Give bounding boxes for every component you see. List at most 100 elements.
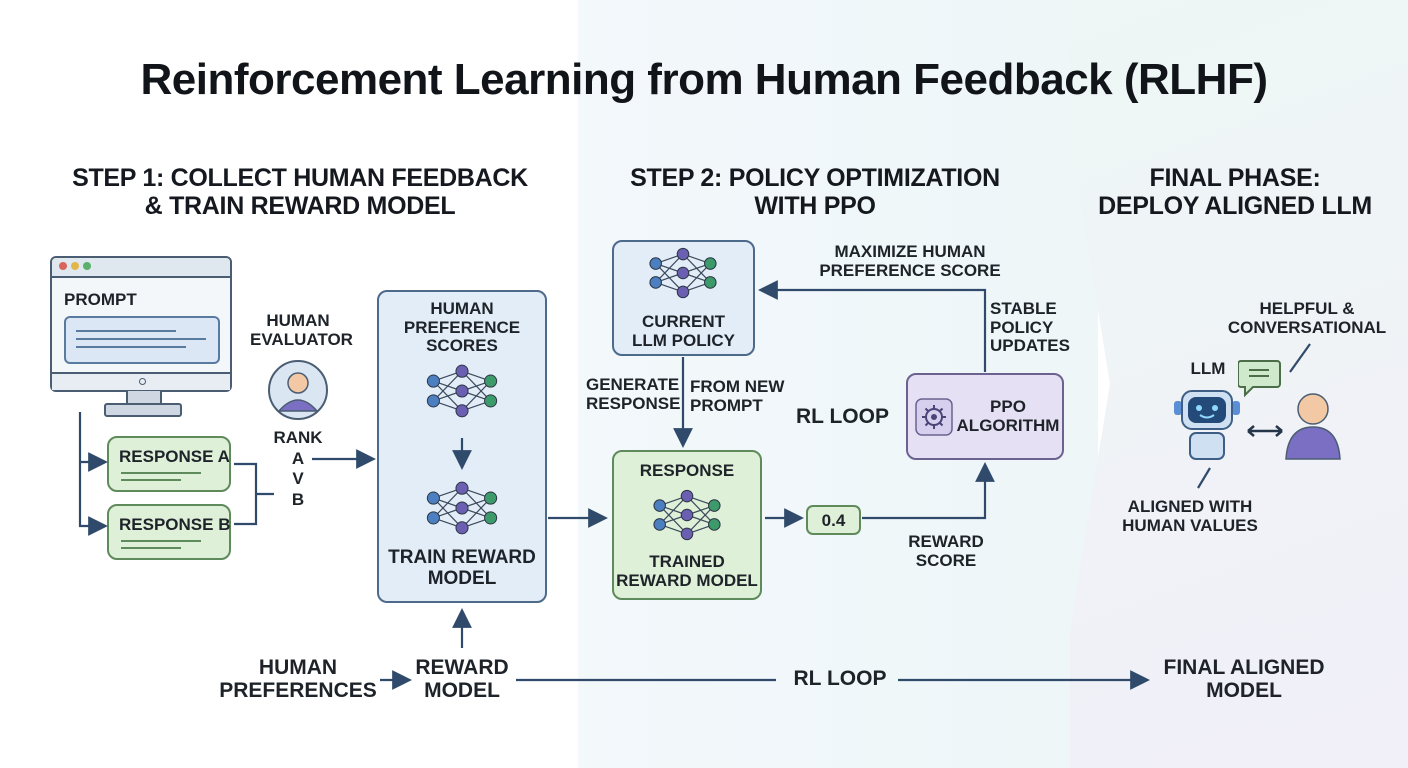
pointer-aligned [1197,467,1211,489]
network-node [680,508,694,522]
network-node [649,276,662,289]
step1-heading: STEP 1: COLLECT HUMAN FEEDBACK & TRAIN R… [40,164,560,220]
network-node [649,257,662,270]
neural-network-icon [649,247,717,299]
network-node [455,481,469,495]
reward-model-label: REWARD MODEL [406,656,518,702]
prompt-label: PROMPT [64,290,137,309]
chat-bubble-icon [1238,360,1281,398]
step1-heading-line1: STEP 1: COLLECT HUMAN FEEDBACK [72,164,528,192]
neural-network-icon [426,481,498,535]
score-chip: 0.4 [806,505,861,535]
rs-line2: SCORE [915,550,977,570]
arrow-to-response-b [78,412,108,536]
response-a-card: RESPONSE A [107,436,231,492]
network-node [680,489,694,503]
network-node [676,285,690,299]
neural-network-icon [426,364,498,418]
rank-b: B [291,490,305,510]
network-node [708,499,721,512]
step2-heading-line1: STEP 2: POLICY OPTIMIZATION [630,164,1000,192]
su-line3: UPDATES [990,336,1070,356]
su-line1: STABLE [990,299,1057,318]
monitor-bezel [52,372,230,390]
network-node [708,518,721,531]
network-edge [461,497,492,529]
ppo-line1: PPO [990,397,1026,416]
network-edge [432,370,463,402]
helpful-line2: CONVERSATIONAL [1227,317,1387,337]
monitor-base [104,403,182,417]
cp-line2: LLM POLICY [632,330,735,350]
arrow-ppo-to-policy [758,280,987,372]
fnp-line2: PROMPT [690,395,763,415]
network-node [426,394,440,408]
hps-line1: HUMAN [430,299,494,318]
rank-v: V [292,469,304,489]
trained-reward-model-label: TRAINED REWARD MODEL [612,552,762,590]
network-node [426,491,440,505]
monitor-stand [126,391,162,405]
network-node [455,521,469,535]
response-b-card: RESPONSE B [107,504,231,560]
step1-heading-line2: & TRAIN REWARD MODEL [144,191,456,220]
rs-line1: REWARD [908,532,984,551]
network-edge [461,380,492,412]
network-node [484,394,498,408]
response-b-label: RESPONSE B [119,515,231,534]
window-dot-yellow [71,262,79,270]
ppo-algorithm-label: PPO ALGORITHM [952,397,1064,435]
gear-cycle-icon [915,398,953,436]
final-aligned-model-label: FINAL ALIGNED MODEL [1150,656,1338,702]
rl-loop-bottom-label: RL LOOP [793,667,887,690]
hp-line1: HUMAN [258,656,338,679]
final-heading-line2: DEPLOY ALIGNED LLM [1098,191,1372,220]
person-icon [268,360,328,420]
neural-network-icon [653,489,721,541]
final-heading: FINAL PHASE: DEPLOY ALIGNED LLM [1080,164,1390,220]
train-reward-model-label: TRAIN REWARD MODEL [377,547,547,590]
window-dot-red [59,262,67,270]
max-line1: MAXIMIZE HUMAN [834,242,986,261]
prompt-text-field [64,316,220,364]
tr-line1: TRAINED [649,552,725,571]
monitor-icon: PROMPT [50,256,232,392]
hp-line2: PREFERENCES [219,679,377,703]
trm-line2: MODEL [427,567,497,589]
tr-line2: REWARD MODEL [616,570,758,590]
bracket-responses [234,462,274,526]
current-policy-label: CURRENT LLM POLICY [612,312,755,350]
network-edge [682,263,711,293]
from-new-prompt-label: FROM NEW PROMPT [690,377,790,415]
arrow-score-to-ppo [862,462,995,520]
network-edge [659,495,688,525]
network-node [484,511,498,525]
final-heading-line1: FINAL PHASE: [1149,164,1321,192]
response-label: RESPONSE [639,461,735,480]
network-node [484,491,498,505]
rank-label: RANK A V B [268,428,328,511]
network-edge [655,253,684,283]
su-line2: POLICY [990,317,1054,337]
stable-updates-label: STABLE POLICY UPDATES [990,299,1070,356]
trm-line1: TRAIN REWARD [388,547,536,568]
rank-a: A [291,448,305,468]
network-node [653,499,666,512]
reward-score-label: REWARD SCORE [900,532,992,570]
diagram-title: Reinforcement Learning from Human Feedba… [140,55,1268,104]
human-preferences-label: HUMAN PREFERENCES [218,656,378,702]
network-edge [432,487,463,519]
network-node [653,518,666,531]
score-value: 0.4 [821,511,846,530]
step2-heading-line2: WITH PPO [754,191,876,220]
maximize-label: MAXIMIZE HUMAN PREFERENCE SCORE [810,242,1010,280]
human-evaluator-label: HUMAN EVALUATOR [250,311,353,349]
human-preference-scores-label: HUMAN PREFERENCE SCORES [377,299,547,356]
hps-line3: SCORES [426,336,498,356]
network-node [704,276,717,289]
network-node [704,257,717,270]
network-node [455,364,469,378]
step2-heading: STEP 2: POLICY OPTIMIZATION WITH PPO [590,164,1040,220]
aligned-label: ALIGNED WITH HUMAN VALUES [1113,497,1267,535]
response-a-label: RESPONSE A [119,447,230,466]
